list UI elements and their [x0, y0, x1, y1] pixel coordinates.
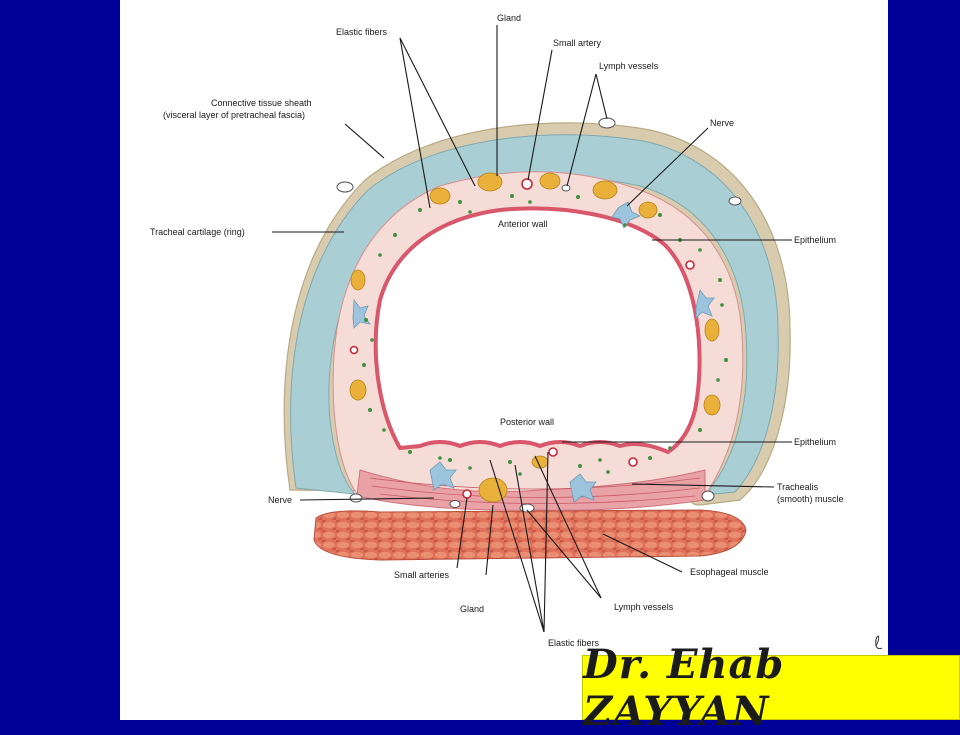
artist-signature	[875, 635, 883, 650]
label-nerve-right: Nerve	[710, 118, 734, 128]
label-elastic-fibers-top: Elastic fibers	[336, 27, 388, 37]
esophageal-muscle	[313, 509, 747, 561]
label-small-artery: Small artery	[553, 38, 602, 48]
label-anterior-wall: Anterior wall	[498, 219, 548, 229]
label-epithelium-lower: Epithelium	[794, 437, 836, 447]
lymph-vessels	[336, 117, 742, 513]
label-trachealis-line1: Trachealis	[777, 482, 819, 492]
author-badge: Dr. Ehab ZAYYAN	[582, 641, 960, 735]
label-lymph-vessels-bottom: Lymph vessels	[614, 602, 674, 612]
label-esophageal-muscle: Esophageal muscle	[690, 567, 769, 577]
label-gland-bottom: Gland	[460, 604, 484, 614]
trachea-cross-section-diagram: Elastic fibers Gland Small artery Lymph …	[150, 13, 883, 650]
label-posterior-wall: Posterior wall	[500, 417, 554, 427]
label-epithelium-upper: Epithelium	[794, 235, 836, 245]
small-arteries	[349, 178, 695, 499]
author-name: Dr. Ehab ZAYYAN	[583, 640, 785, 735]
glands	[349, 172, 721, 503]
epithelium-lining	[373, 206, 702, 455]
leader-lines	[272, 25, 792, 633]
label-sheath-line1: Connective tissue sheath	[211, 98, 312, 108]
label-gland-top: Gland	[497, 13, 521, 23]
elastic-tissue-dots	[362, 194, 728, 476]
label-trachealis-line2: (smooth) muscle	[777, 494, 844, 504]
label-small-arteries: Small arteries	[394, 570, 450, 580]
label-elastic-fibers-bottom: Elastic fibers	[548, 638, 600, 648]
label-tracheal-cartilage: Tracheal cartilage (ring)	[150, 227, 245, 237]
label-sheath-line2: (visceral layer of pretracheal fascia)	[163, 110, 305, 120]
label-lymph-vessels-top: Lymph vessels	[599, 61, 659, 71]
label-nerve-left: Nerve	[268, 495, 292, 505]
